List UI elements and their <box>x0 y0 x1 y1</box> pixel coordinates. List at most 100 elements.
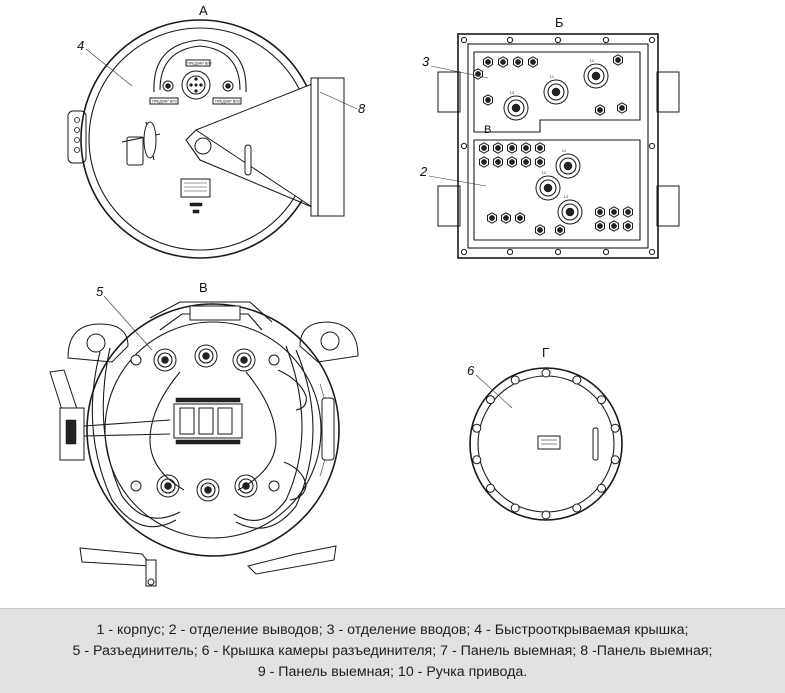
gland <box>507 156 517 168</box>
gland <box>535 142 545 154</box>
gland <box>507 142 517 154</box>
view-v-housing <box>86 303 340 557</box>
bolt <box>572 503 582 513</box>
view-a-nameplate <box>180 178 211 198</box>
view-g-handle <box>592 427 599 461</box>
bolt <box>506 36 514 44</box>
drive-handle <box>49 369 171 461</box>
bolt <box>602 248 610 256</box>
plate-label-top: ПРЕДЗАР ВЛЗ <box>187 62 212 66</box>
view-b-input-glands <box>473 54 627 116</box>
bolt <box>541 510 551 520</box>
view-a-top-arch <box>159 45 241 91</box>
bolt <box>541 368 551 378</box>
bolt <box>472 423 482 433</box>
view-b-output-glands <box>479 142 633 236</box>
gland <box>623 220 633 232</box>
bolt <box>597 483 606 493</box>
gland <box>513 56 523 68</box>
gland <box>521 156 531 168</box>
gland <box>498 56 508 68</box>
terminal-stud: L2 <box>535 171 561 201</box>
terminal-label: L3 <box>564 195 568 199</box>
bolt <box>486 483 495 493</box>
bolt <box>268 354 280 366</box>
gland <box>609 206 619 218</box>
gland <box>609 220 619 232</box>
callout-5: 5 <box>96 284 104 299</box>
section-v-marker: В <box>484 124 491 136</box>
view-b-perimeter-bolts <box>460 36 656 256</box>
terminal-stud: L1 <box>555 149 581 179</box>
view-g: Г 6 <box>467 345 623 521</box>
gland <box>535 156 545 168</box>
plate-label-left: ПРЕДЗАР ВЛЗ <box>152 100 177 104</box>
gland <box>595 206 605 218</box>
insulator <box>153 348 177 372</box>
terminal-label: L1 <box>562 149 566 153</box>
gland <box>479 156 489 168</box>
gland <box>493 142 503 154</box>
view-a-hinge-bar <box>310 77 345 217</box>
gland <box>595 220 605 232</box>
callout-6: 6 <box>467 363 475 378</box>
callout-8: 8 <box>358 101 366 116</box>
legend-caption: 1 - корпус; 2 - отделение выводов; 3 - о… <box>0 608 785 693</box>
gland <box>515 212 525 224</box>
view-v-foot-left <box>79 547 154 567</box>
gland <box>521 142 531 154</box>
disconnector <box>173 397 243 445</box>
gland <box>473 68 483 80</box>
view-v-label: В <box>199 280 208 295</box>
bolt <box>610 423 620 433</box>
bolt <box>554 248 562 256</box>
bolt <box>130 480 142 492</box>
bolt <box>648 36 656 44</box>
view-v: В <box>49 280 359 587</box>
gland <box>487 212 497 224</box>
view-b-housing <box>457 33 659 259</box>
legend-line-1: 1 - корпус; 2 - отделение выводов; 3 - о… <box>96 621 689 638</box>
callout-2: 2 <box>419 164 428 179</box>
view-b-label: Б <box>555 15 564 30</box>
bolt <box>130 354 142 366</box>
bolt <box>554 36 562 44</box>
view-g-cover <box>469 367 623 521</box>
terminal-stud: L1 <box>543 75 569 105</box>
terminal-stud: L2 <box>583 59 609 89</box>
bolt <box>572 375 582 385</box>
view-a-lever <box>121 121 161 166</box>
view-g-flange-bolts <box>472 368 620 520</box>
bolt <box>486 395 495 405</box>
gland <box>479 142 489 154</box>
bolt <box>510 503 520 513</box>
terminal-label: L2 <box>590 59 594 63</box>
bolt <box>460 142 468 150</box>
gland <box>555 224 565 236</box>
bolt <box>460 36 468 44</box>
bolt <box>648 142 656 150</box>
gland <box>483 56 493 68</box>
gland <box>528 56 538 68</box>
insulator <box>196 478 220 502</box>
view-g-plate <box>537 435 561 450</box>
gland <box>483 94 493 106</box>
insulator <box>194 344 218 368</box>
gland <box>613 54 623 66</box>
bolt <box>506 248 514 256</box>
insulator <box>232 348 256 372</box>
view-v-foot-right <box>247 545 337 575</box>
bolt <box>268 480 280 492</box>
bolt <box>472 455 482 465</box>
gland <box>535 224 545 236</box>
gland <box>617 102 627 114</box>
bolt <box>610 455 620 465</box>
legend-line-2: 5 - Разъединитель; 6 - Крышка камеры раз… <box>72 642 713 659</box>
view-a-bracket-holes <box>74 117 80 153</box>
terminal-label: L3 <box>510 91 514 95</box>
gland <box>623 206 633 218</box>
gland <box>595 104 605 116</box>
